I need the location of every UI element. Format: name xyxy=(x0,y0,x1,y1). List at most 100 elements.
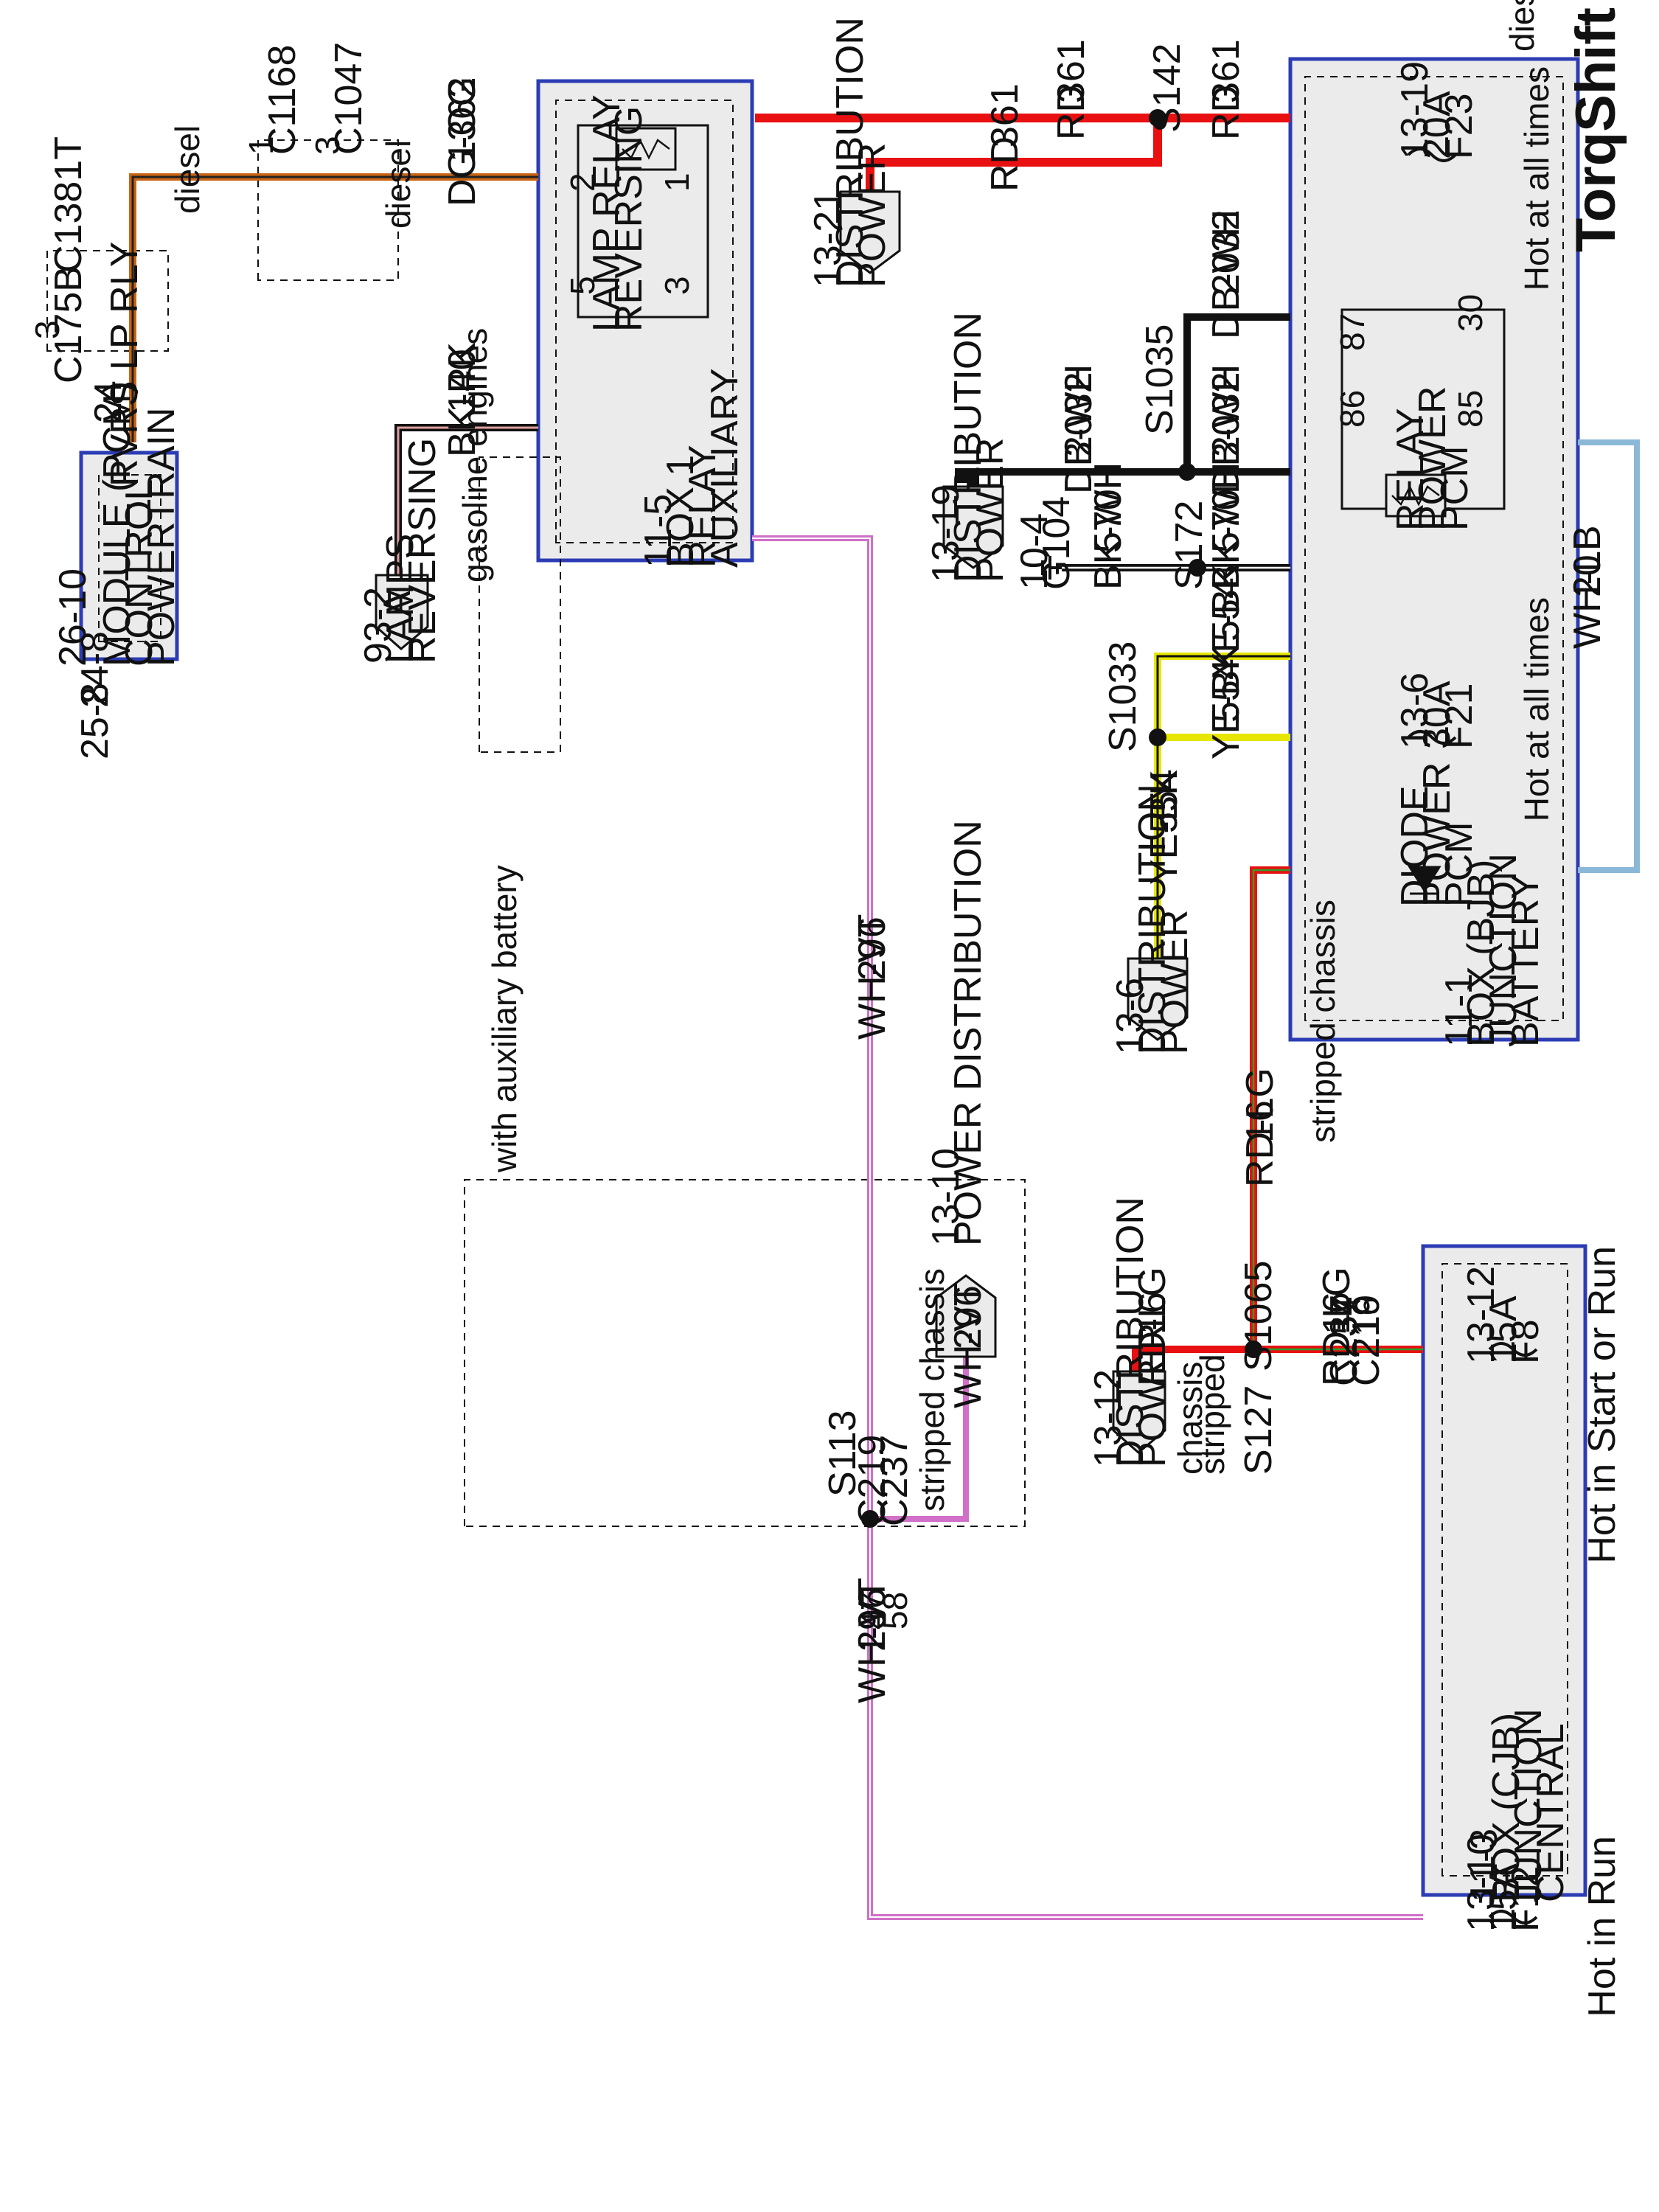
rev-lamps-arrow xyxy=(375,574,429,650)
ref-pd-1319-page: 13-19 xyxy=(925,484,967,582)
pcm-relay-coil xyxy=(1385,473,1447,518)
pd-13-12-arrow xyxy=(1112,1370,1166,1454)
w2032-color-c: DB-WH xyxy=(1205,364,1248,494)
pcm-relay-pin-86: 86 xyxy=(1333,390,1371,428)
w140-color: BK-PK xyxy=(441,342,484,457)
note-aux-battery: with auxiliary battery xyxy=(485,865,524,1173)
aux-relay-box xyxy=(536,79,754,563)
ref-pd-1321-line1: POWER xyxy=(851,143,894,288)
fuse-f8-page: 13-12 xyxy=(1460,1266,1503,1364)
fuse-f21-icon xyxy=(1407,730,1457,745)
aux-battery-box xyxy=(464,1179,1026,1527)
bjb-label-line2: JUNCTION xyxy=(1482,853,1525,1047)
connector-c1047: C1047 xyxy=(327,42,370,155)
bjb-label-line3: BOX (BJB) xyxy=(1460,860,1503,1047)
ref-rev-lamps-letter: A xyxy=(376,591,419,616)
w296-circuit-b: 296 xyxy=(947,1285,990,1349)
splice-s1033-dot xyxy=(1149,728,1166,746)
diesel-connector-box xyxy=(257,139,399,281)
wire-2032-up xyxy=(1183,313,1290,472)
bjb-label-line1: BATTERY xyxy=(1504,874,1547,1047)
splice-s142-dot xyxy=(1149,109,1166,127)
w361-color-a: RD xyxy=(1050,85,1093,140)
w361-circuit-a: 361 xyxy=(1050,39,1093,103)
pcm-label-line1: POWERTRAIN xyxy=(140,407,183,667)
aux-label-line3: BOX 1 xyxy=(659,455,702,568)
connector-c219: C219 xyxy=(1345,1295,1388,1386)
w570-color-b: BK-WH xyxy=(1205,462,1248,590)
ref-pd-1319-line1: POWER xyxy=(969,438,1012,582)
bjb-inner-dashed xyxy=(1304,76,1564,1021)
connector-c219b: C219 xyxy=(851,1435,894,1526)
cjb-box xyxy=(1421,1244,1587,1897)
rev-relay-pin-1: 1 xyxy=(658,173,696,192)
w2032-color-b: DB-WH xyxy=(1057,364,1100,494)
fuse-f12-amps: 15A xyxy=(1482,1863,1525,1932)
bjb-hot-label-mid: Hot at all times xyxy=(1517,597,1556,821)
w296-circuit-c: 296 xyxy=(851,1587,894,1652)
gasoline-engines-box xyxy=(479,456,561,753)
w361-color-c: RD xyxy=(984,136,1026,192)
note-diesel-2: diesel xyxy=(379,140,417,229)
pd-13-10-arrow xyxy=(935,1274,997,1358)
connector-c175b: C175B xyxy=(47,266,90,383)
pcm-relay-pin-85: 85 xyxy=(1451,390,1489,428)
aux-label-line2: RELAY xyxy=(681,445,724,568)
rev-relay-line1: REVERSING xyxy=(608,106,650,332)
splice-s127: S127 xyxy=(1237,1385,1280,1475)
ref-pd-136-line1: POWER xyxy=(1153,910,1196,1054)
connector-c237b-pin: 58 xyxy=(876,1592,914,1630)
splice-s1065: S1065 xyxy=(1237,1261,1280,1371)
note-stripped-3-l1: stripped xyxy=(1193,1354,1231,1475)
ref-pd-136-line2: DISTRIBUTION xyxy=(1131,784,1174,1054)
pcm-relay-line3: RELAY xyxy=(1389,408,1432,531)
w554-color-c: YE-BK xyxy=(1143,770,1186,885)
fuse-f23-icon xyxy=(1407,147,1457,162)
wire-1362-core xyxy=(131,175,538,442)
connector-c237-pin: 54 xyxy=(1326,1297,1364,1335)
aux-label-line1: AUXILIARY xyxy=(703,368,746,568)
w296-circuit-a: 296 xyxy=(851,917,894,981)
rev-relay-pin-3: 3 xyxy=(658,276,696,295)
w2032-color-a: DB-WH xyxy=(1205,209,1248,339)
ref-pd-1310-page: 13-10 xyxy=(925,1148,967,1246)
splice-s113-dot xyxy=(861,1510,879,1528)
wire-361-branch xyxy=(866,118,1162,192)
pcm-pin-label: RVRS LP RLY xyxy=(103,242,146,487)
rev-relay-coil-zigzag xyxy=(622,138,670,160)
w2032-circuit-c: 2032 xyxy=(1205,372,1248,457)
ref-pd-1321-page: 13-21 xyxy=(807,189,849,288)
cjb-label-line3: BOX (CJB) xyxy=(1485,1713,1528,1902)
bjb-hot-label-top: Hot at all times xyxy=(1517,66,1556,291)
connector-c1168: C1168 xyxy=(261,45,304,155)
pcm-relay-pin-87: 87 xyxy=(1333,313,1371,351)
fuse-f21-page: 13-6 xyxy=(1394,672,1436,749)
note-stripped-2: stripped chassis xyxy=(913,1268,951,1512)
pcm-pages2: 25-8 xyxy=(74,683,116,759)
fuse-f12-name: F12 xyxy=(1504,1865,1547,1932)
w2032-circuit-b: 2032 xyxy=(1057,372,1100,457)
diode-line2: POWER xyxy=(1416,762,1458,907)
fuse-f8-amps: 15A xyxy=(1482,1295,1525,1364)
w20-color: WH-LB xyxy=(1566,525,1609,649)
ground-name: G104 xyxy=(1035,496,1078,590)
w16-circuit-a: 16 xyxy=(1239,1100,1281,1143)
splice-s172-dot xyxy=(1189,559,1206,577)
ref-pd-1321-line2: DISTRIBUTION xyxy=(829,17,872,288)
note-stripped-3-l2: chassis xyxy=(1171,1362,1209,1475)
pd-13-6-arrow xyxy=(1127,957,1189,1041)
wire-296-core xyxy=(752,538,1423,1918)
rev-relay-pin-5: 5 xyxy=(563,276,602,295)
splice-s1035: S1035 xyxy=(1138,324,1181,435)
w16-circuit-b: 16 xyxy=(1315,1292,1358,1335)
ref-rev-lamps-line1: REVERSING xyxy=(401,438,444,664)
fuse-f23-page: 13-19 xyxy=(1394,61,1436,159)
wire-554-core xyxy=(1156,655,1290,959)
wire-140-stripe xyxy=(397,426,538,575)
fuse-f21-amps: 30A xyxy=(1416,681,1458,749)
w1362-circuit: 1362 xyxy=(441,77,484,162)
pcm-pages1: 24-8 xyxy=(74,631,116,708)
wire-16-stripe xyxy=(1252,869,1423,1351)
aux-relay-inner-dashed xyxy=(555,100,734,543)
